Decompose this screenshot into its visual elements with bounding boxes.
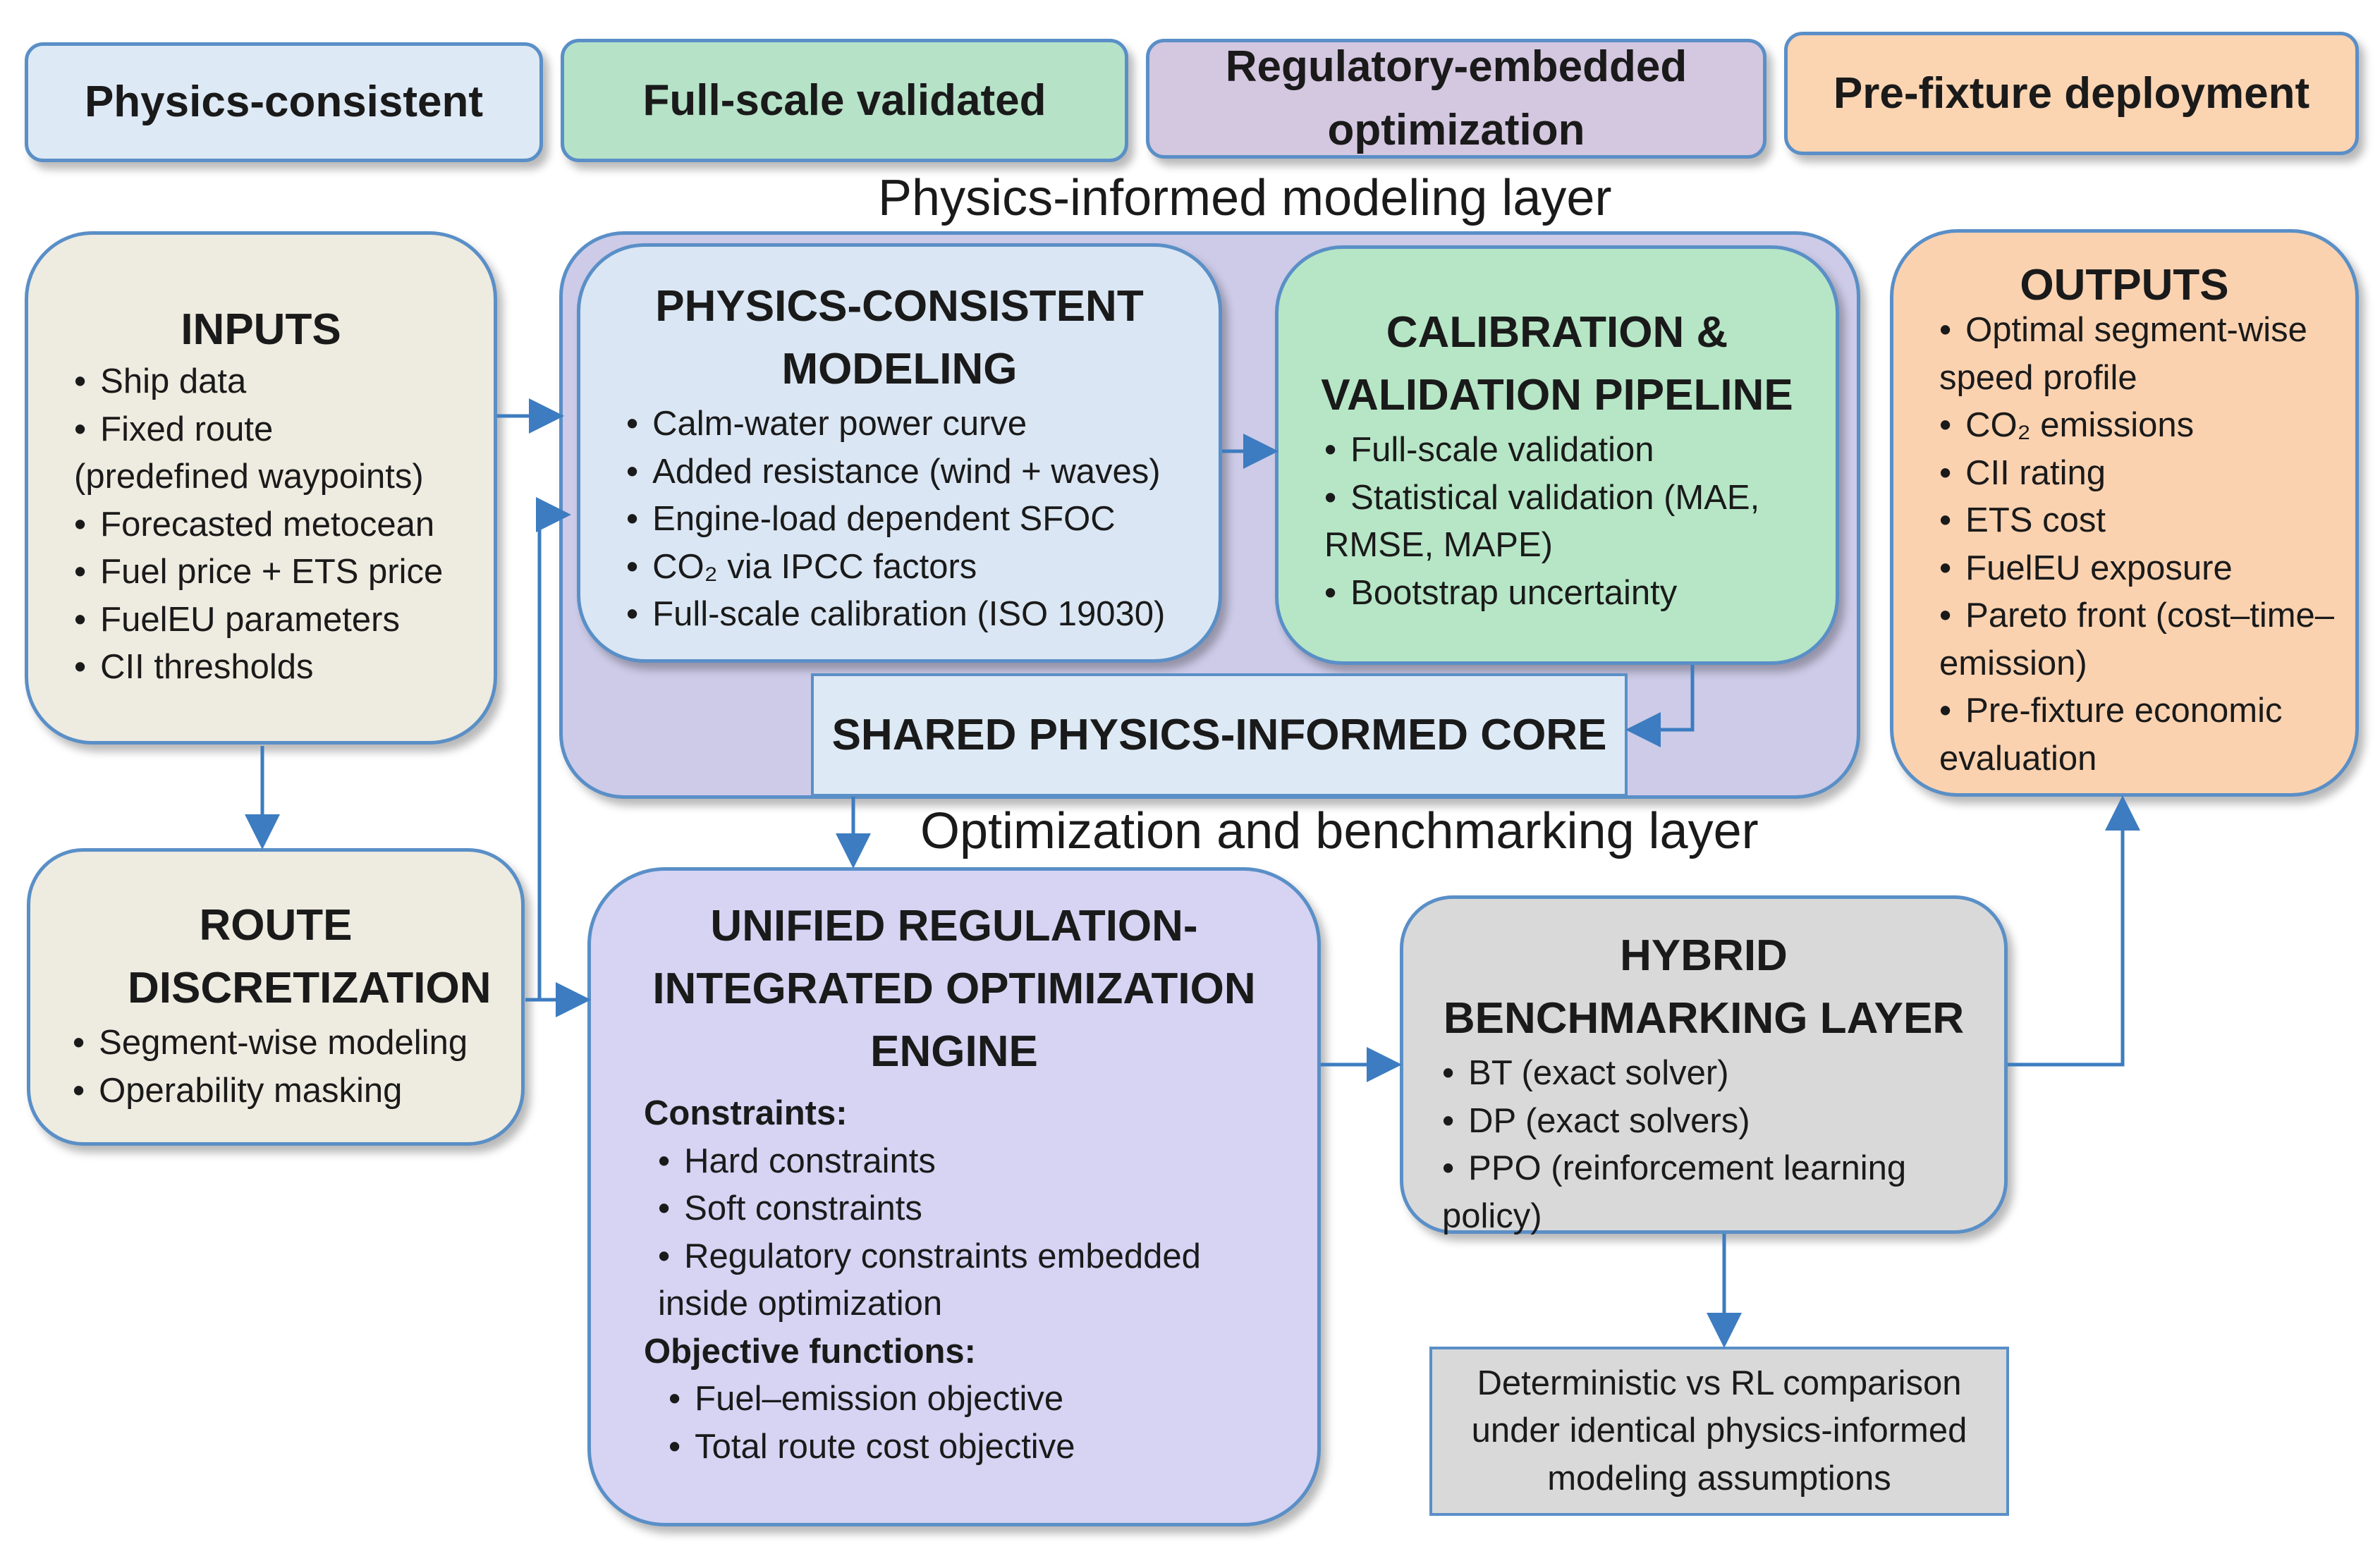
optimization-engine-box: UNIFIED REGULATION-INTEGRATED OPTIMIZATI… xyxy=(587,867,1321,1526)
list-item: Fuel–emission objective xyxy=(669,1376,1264,1423)
arrow-hybrid-to-outputs xyxy=(2008,795,2140,1067)
list-item: CO₂ via IPCC factors xyxy=(626,544,1219,592)
objectives-heading: Objective functions: xyxy=(644,1332,977,1371)
list-item: Fuel price + ETS price xyxy=(74,549,494,596)
arrow-calibration-to-core xyxy=(1625,665,1695,747)
comparison-box: Deterministic vs RL comparison under ide… xyxy=(1429,1347,2009,1516)
inputs-list: Ship data Fixed route (predefined waypoi… xyxy=(74,358,494,692)
badge-pre-fixture-deployment: Pre-fixture deployment xyxy=(1784,32,2359,155)
hybrid-benchmarking-box: HYBRID BENCHMARKING LAYER BT (exact solv… xyxy=(1400,895,2008,1235)
list-item: DP (exact solvers) xyxy=(1442,1098,1964,1146)
badge-regulatory-embedded-optimization: Regulatory-embedded optimization xyxy=(1146,39,1766,159)
list-item: PPO (reinforcement learning policy) xyxy=(1442,1145,1964,1240)
route-discretization-box: ROUTE DISCRETIZATION Segment-wise modeli… xyxy=(27,848,525,1146)
outputs-list: Optimal segment-wise speed profile CO₂ e… xyxy=(1939,307,2341,783)
list-item: Added resistance (wind + waves) xyxy=(626,448,1219,496)
inputs-box: INPUTS Ship data Fixed route (predefined… xyxy=(25,231,497,745)
hybrid-title: HYBRID BENCHMARKING LAYER xyxy=(1443,931,1965,1043)
engine-body: Constraints: Hard constraints Soft const… xyxy=(644,1090,1264,1471)
list-item: Operability masking xyxy=(73,1067,521,1115)
calibration-box: CALIBRATION & VALIDATION PIPELINE Full-s… xyxy=(1275,245,1839,665)
physics-layer-label: Physics-informed modeling layer xyxy=(878,170,1612,226)
list-item: Hard constraints xyxy=(658,1138,1264,1186)
arrow-route-to-physics xyxy=(525,497,571,1002)
constraints-heading: Constraints: xyxy=(644,1094,848,1132)
route-list: Segment-wise modeling Operability maskin… xyxy=(73,1019,521,1115)
list-item: Optimal segment-wise speed profile xyxy=(1939,307,2341,402)
list-item: Full-scale calibration (ISO 19030) xyxy=(626,591,1219,639)
badge-full-scale-validated: Full-scale validated xyxy=(561,39,1128,162)
constraints-list: Hard constraints Soft constraints Regula… xyxy=(658,1138,1264,1328)
list-item: Soft constraints xyxy=(658,1185,1264,1233)
list-item: FuelEU parameters xyxy=(74,596,494,644)
list-item: FuelEU exposure xyxy=(1939,545,2341,593)
calibration-list: Full-scale validation Statistical valida… xyxy=(1324,427,1804,617)
outputs-box: OUTPUTS Optimal segment-wise speed profi… xyxy=(1890,229,2359,797)
list-item: Segment-wise modeling xyxy=(73,1019,521,1067)
optimization-layer-label: Optimization and benchmarking layer xyxy=(920,803,1759,859)
list-item: Regulatory constraints embedded inside o… xyxy=(658,1233,1264,1328)
hybrid-list: BT (exact solver) DP (exact solvers) PPO… xyxy=(1442,1050,1964,1240)
outputs-title: OUTPUTS xyxy=(2020,261,2229,310)
shared-core-label: SHARED PHYSICS-INFORMED CORE xyxy=(831,711,1607,759)
inputs-title: INPUTS xyxy=(181,305,341,354)
list-item: ETS cost xyxy=(1939,497,2341,545)
calibration-title: CALIBRATION & VALIDATION PIPELINE xyxy=(1321,308,1793,419)
list-item: CII thresholds xyxy=(74,644,494,692)
list-item: Engine-load dependent SFOC xyxy=(626,496,1219,544)
list-item: CII rating xyxy=(1939,450,2341,498)
objectives-list: Fuel–emission objective Total route cost… xyxy=(669,1376,1264,1471)
engine-title: UNIFIED REGULATION-INTEGRATED OPTIMIZATI… xyxy=(652,902,1256,1076)
list-item: Statistical validation (MAE, RMSE, MAPE) xyxy=(1324,474,1804,570)
list-item: Ship data xyxy=(74,358,494,406)
list-item: CO₂ emissions xyxy=(1939,402,2341,450)
list-item: Pareto front (cost–time–emission) xyxy=(1939,592,2341,687)
list-item: Fixed route (predefined waypoints) xyxy=(74,406,455,501)
list-item: Bootstrap uncertainty xyxy=(1324,570,1804,618)
badge-physics-consistent: Physics-consistent xyxy=(25,42,543,162)
list-item: Total route cost objective xyxy=(669,1423,1264,1471)
physics-modeling-list: Calm-water power curve Added resistance … xyxy=(626,400,1219,639)
list-item: Full-scale validation xyxy=(1324,427,1804,474)
list-item: BT (exact solver) xyxy=(1442,1050,1964,1098)
list-item: Forecasted metocean xyxy=(74,501,494,549)
comparison-text: Deterministic vs RL comparison under ide… xyxy=(1471,1364,1967,1497)
physics-modeling-title: PHYSICS-CONSISTENT MODELING xyxy=(655,282,1144,393)
physics-modeling-box: PHYSICS-CONSISTENT MODELING Calm-water p… xyxy=(577,243,1222,663)
list-item: Calm-water power curve xyxy=(626,400,1219,448)
list-item: Pre-fixture economic evaluation xyxy=(1939,687,2341,783)
